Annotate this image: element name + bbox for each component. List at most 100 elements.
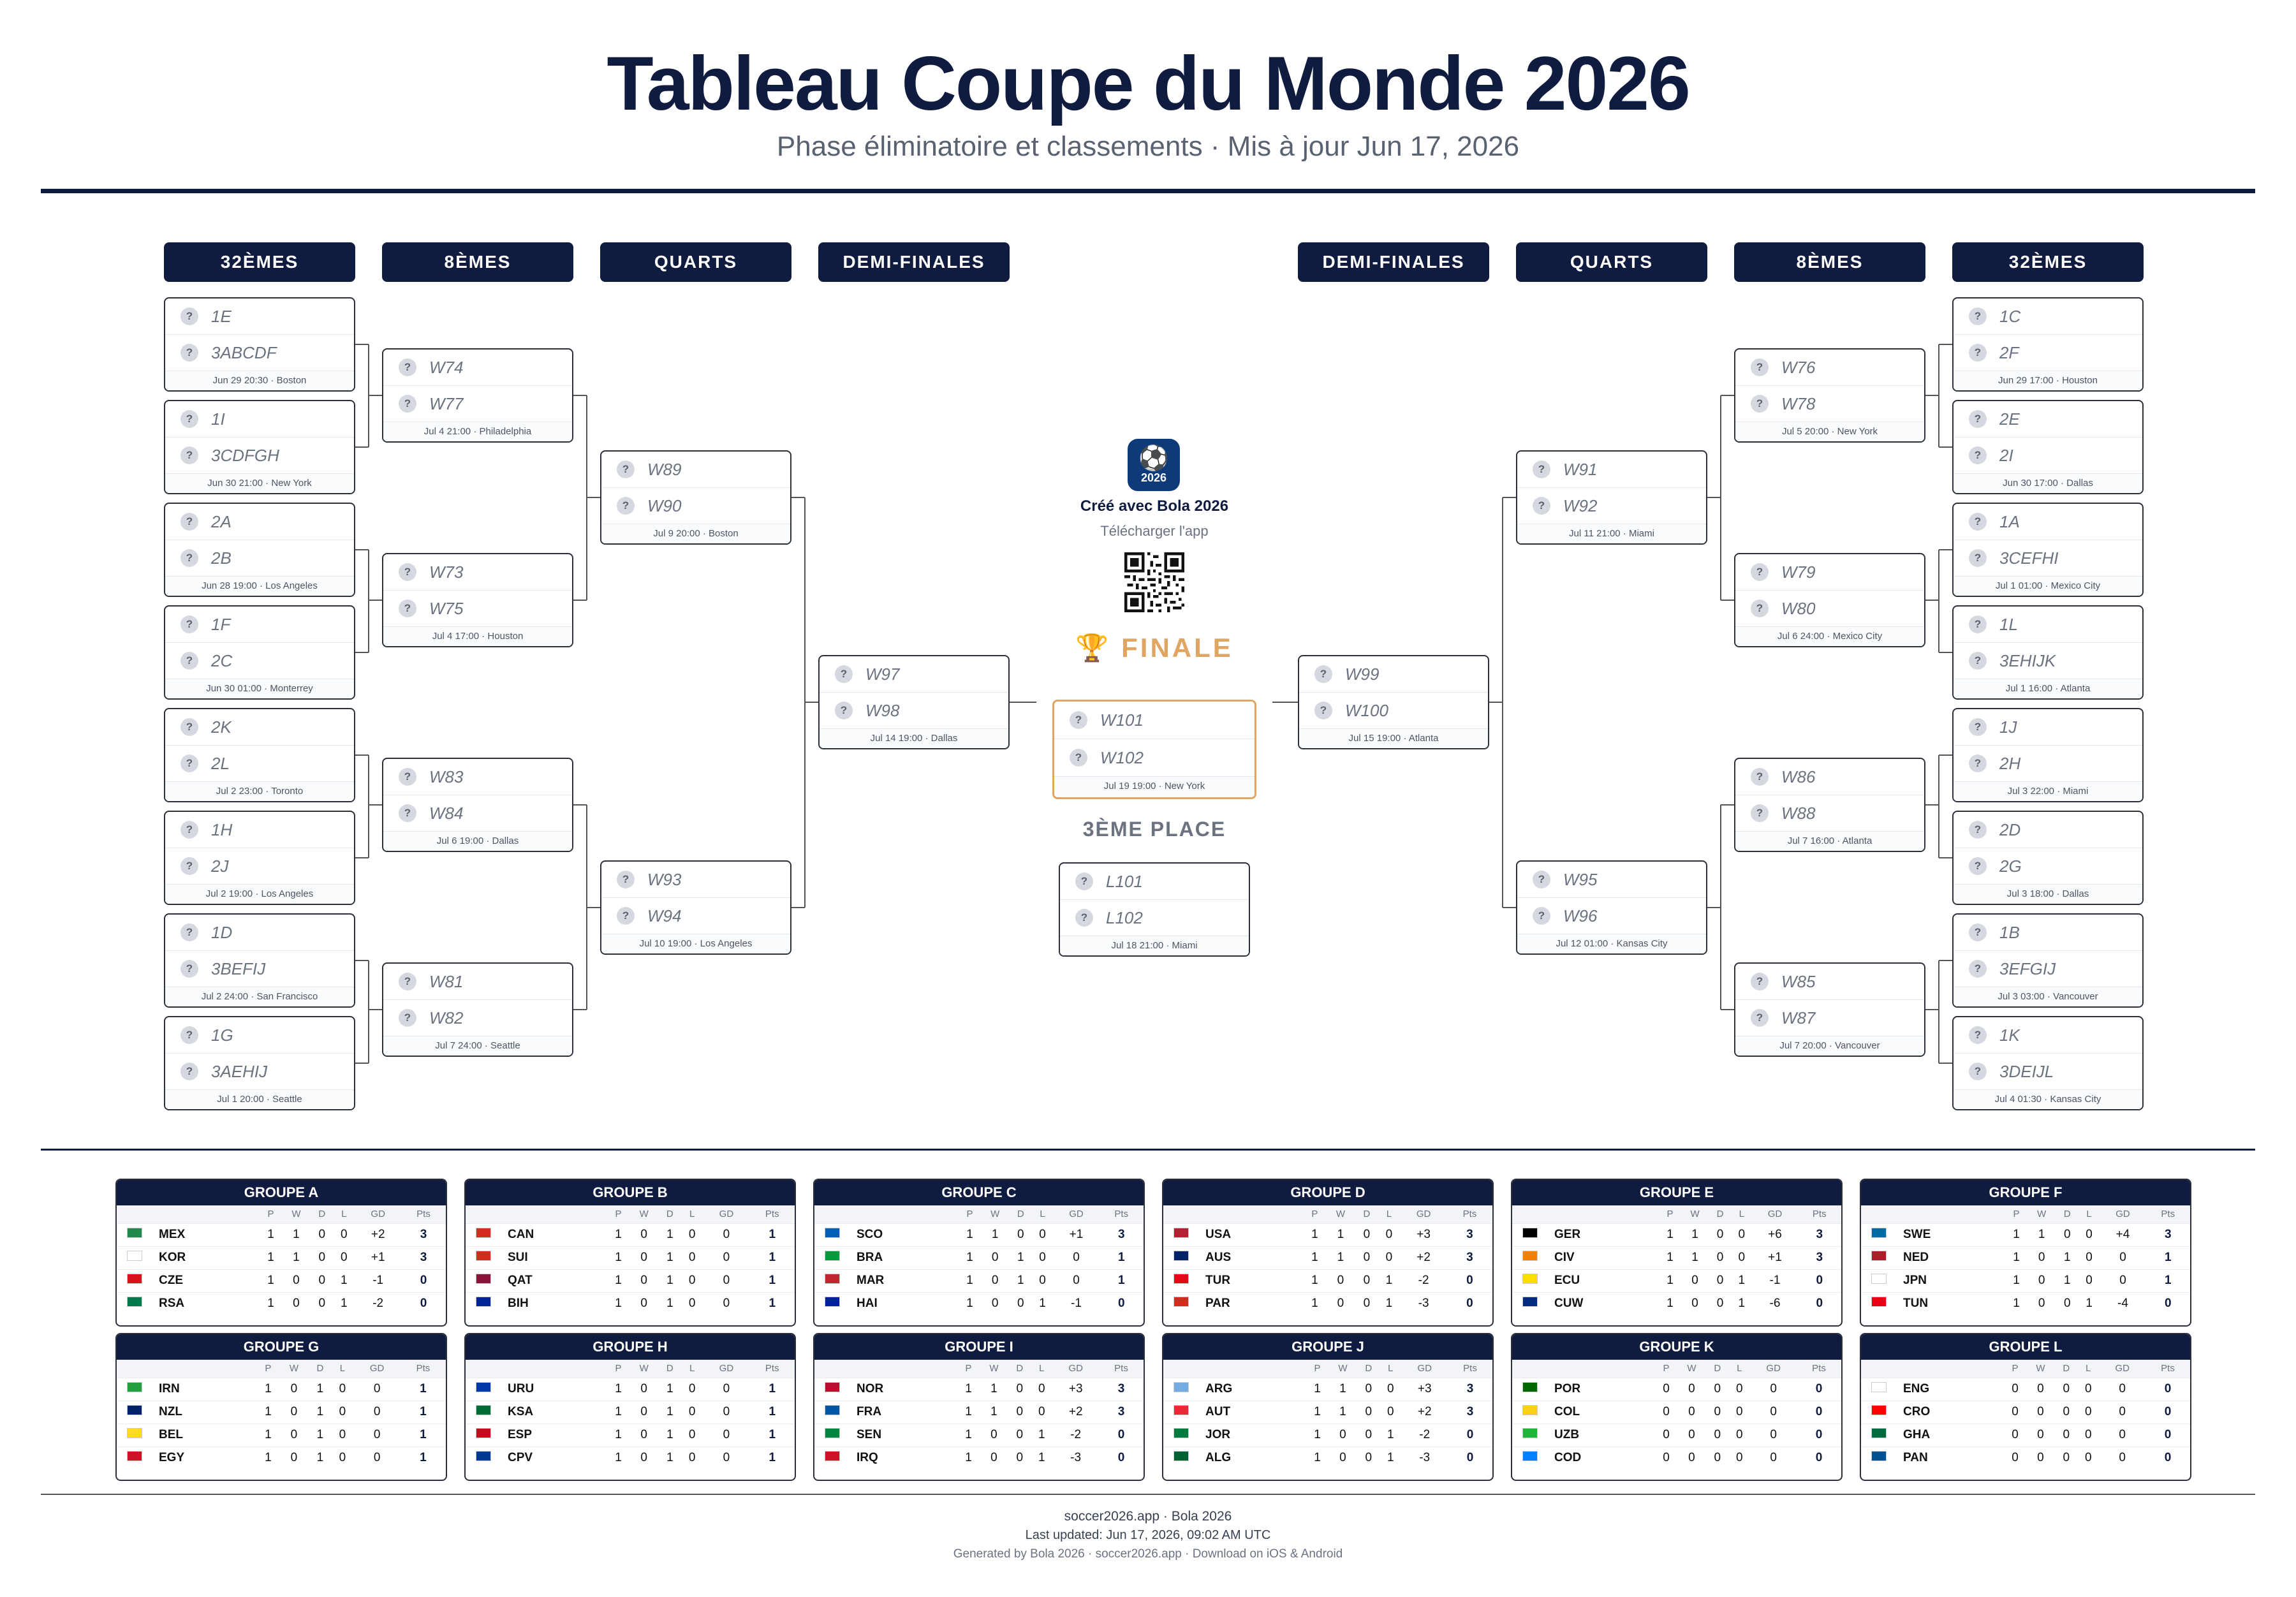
match-slot[interactable]: ?W94 — [601, 898, 790, 934]
match-slot[interactable]: ?W74 — [383, 350, 572, 386]
match-slot[interactable]: ?1G — [165, 1017, 354, 1054]
match-slot[interactable]: ?W86 — [1735, 759, 1924, 795]
match-slot[interactable]: ?3CDFGH — [165, 438, 354, 474]
match-slot[interactable]: ?3ABCDF — [165, 335, 354, 371]
match-slot[interactable]: ?W95 — [1517, 862, 1706, 898]
match-slot[interactable]: ?2H — [1954, 746, 2142, 782]
match-slot[interactable]: ?1C — [1954, 298, 2142, 335]
match-slot[interactable]: ?1F — [165, 607, 354, 643]
footer-line-1[interactable]: soccer2026.app · Bola 2026 — [1064, 1509, 1232, 1524]
match-slot[interactable]: ?2L — [165, 746, 354, 782]
match-slot[interactable]: ?1D — [165, 915, 354, 951]
match-slot[interactable]: ?2J — [165, 848, 354, 885]
match-slot[interactable]: ?W97 — [820, 656, 1008, 693]
match-slot[interactable]: ?2G — [1954, 848, 2142, 885]
match-slot[interactable]: ?1L — [1954, 607, 2142, 643]
match-slot[interactable]: ?1E — [165, 298, 354, 335]
match-slot[interactable]: ?W101 — [1054, 702, 1255, 739]
match-slot[interactable]: ?W90 — [601, 488, 790, 524]
match-slot[interactable]: ?W85 — [1735, 964, 1924, 1000]
match-slot[interactable]: ?W102 — [1054, 739, 1255, 777]
match-slot[interactable]: ?W89 — [601, 452, 790, 488]
match-slot[interactable]: ?W93 — [601, 862, 790, 898]
match-slot[interactable]: ?3DEIJL — [1954, 1054, 2142, 1090]
match-slot[interactable]: ?2D — [1954, 812, 2142, 848]
match-slot[interactable]: ?2I — [1954, 438, 2142, 474]
match-slot[interactable]: ?2F — [1954, 335, 2142, 371]
match-slot[interactable]: ?W96 — [1517, 898, 1706, 934]
match-slot[interactable]: ?3EHIJK — [1954, 643, 2142, 679]
download-app-link[interactable]: Télécharger l'app — [1100, 523, 1209, 539]
match-slot[interactable]: ?W84 — [383, 795, 572, 832]
match-slot[interactable]: ?W98 — [820, 693, 1008, 729]
match-slot[interactable]: ?L101 — [1060, 864, 1249, 900]
match-slot[interactable]: ?W81 — [383, 964, 572, 1000]
match-slot[interactable]: ?2C — [165, 643, 354, 679]
match-slot[interactable]: ?W88 — [1735, 795, 1924, 832]
match-slot[interactable]: ?W80 — [1735, 591, 1924, 627]
match-slot[interactable]: ?1B — [1954, 915, 2142, 951]
match-slot[interactable]: ?W76 — [1735, 350, 1924, 386]
match-slot[interactable]: ?W75 — [383, 591, 572, 627]
match-slot[interactable]: ?W100 — [1299, 693, 1488, 729]
